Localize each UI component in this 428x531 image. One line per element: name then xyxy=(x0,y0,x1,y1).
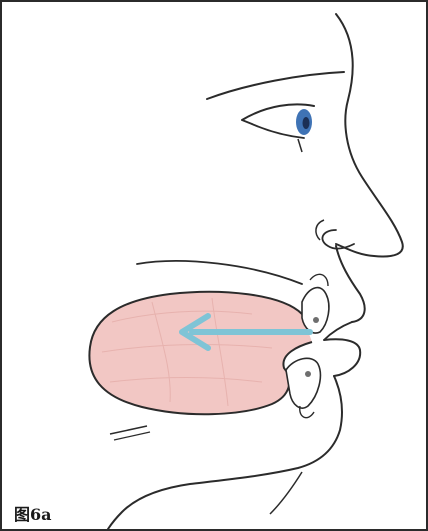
upper-tooth-outline-2 xyxy=(310,274,328,286)
eye-icon xyxy=(242,104,314,152)
mouth-line xyxy=(324,322,352,340)
tongue xyxy=(89,292,312,414)
palate-line xyxy=(137,261,302,284)
eye-lower-lid xyxy=(252,124,304,138)
eye-corner xyxy=(242,120,252,124)
lower-tooth-center xyxy=(305,371,311,377)
face-profile-line xyxy=(336,14,403,256)
hyoid-line xyxy=(110,426,147,434)
upper-lip xyxy=(336,246,365,322)
lash-line xyxy=(298,139,302,152)
throat-line xyxy=(270,472,302,514)
lower-tooth-outline xyxy=(286,358,320,408)
tongue-body xyxy=(89,292,312,414)
upper-tooth-center xyxy=(313,317,319,323)
lower-teeth xyxy=(286,358,320,417)
pupil xyxy=(303,117,310,129)
hyoid-line-2 xyxy=(114,432,150,440)
eyebrow xyxy=(207,72,344,99)
figure-caption: 图6a xyxy=(14,505,52,525)
upper-tooth-outline xyxy=(302,288,329,333)
lower-lip xyxy=(324,339,360,376)
upper-teeth xyxy=(302,274,329,333)
